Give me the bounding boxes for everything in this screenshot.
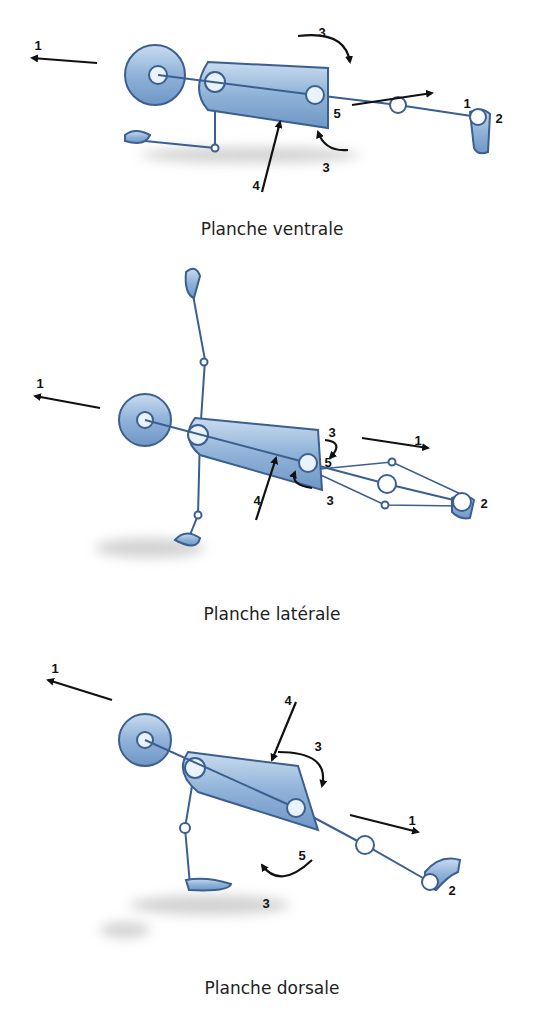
callout-number: 5	[333, 106, 340, 121]
callout-number: 3	[314, 739, 321, 754]
figure-caption: Planche ventrale	[201, 219, 344, 239]
callout-number: 3	[326, 493, 333, 508]
callout-number: 4	[284, 693, 291, 708]
callout-number: 1	[34, 38, 41, 53]
callout-number: 1	[408, 813, 415, 828]
callout-number: 2	[495, 111, 502, 126]
figure-caption: Planche latérale	[203, 604, 340, 624]
callout-number: 1	[36, 376, 43, 391]
callout-number: 1	[414, 433, 421, 448]
figure-caption: Planche dorsale	[205, 978, 340, 998]
callout-number: 2	[448, 883, 455, 898]
callout-number: 3	[318, 25, 325, 40]
callout-number: 5	[298, 848, 305, 863]
callout-number: 3	[262, 896, 269, 911]
callout-number: 5	[324, 455, 331, 470]
callout-number: 4	[252, 178, 259, 193]
callout-number: 3	[328, 425, 335, 440]
callout-number: 2	[480, 496, 487, 511]
callout-number: 3	[322, 160, 329, 175]
callout-number: 4	[253, 493, 260, 508]
callout-number: 1	[51, 661, 58, 676]
callout-number: 1	[463, 96, 470, 111]
